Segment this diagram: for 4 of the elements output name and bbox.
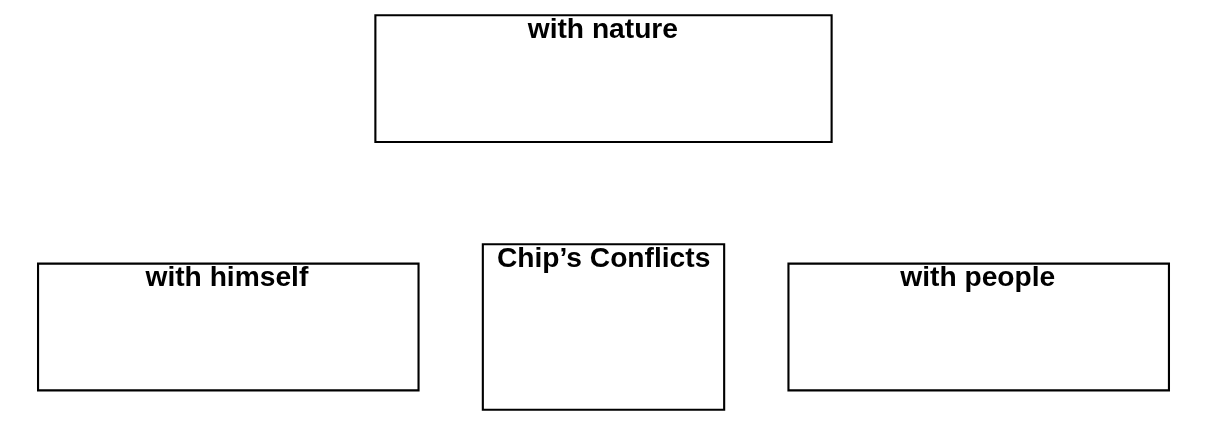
node-box: with people xyxy=(787,262,1170,392)
node-box: with nature xyxy=(374,14,833,144)
node-box: with himself xyxy=(37,262,420,392)
node-box: Chip’s Conflicts xyxy=(481,243,726,411)
